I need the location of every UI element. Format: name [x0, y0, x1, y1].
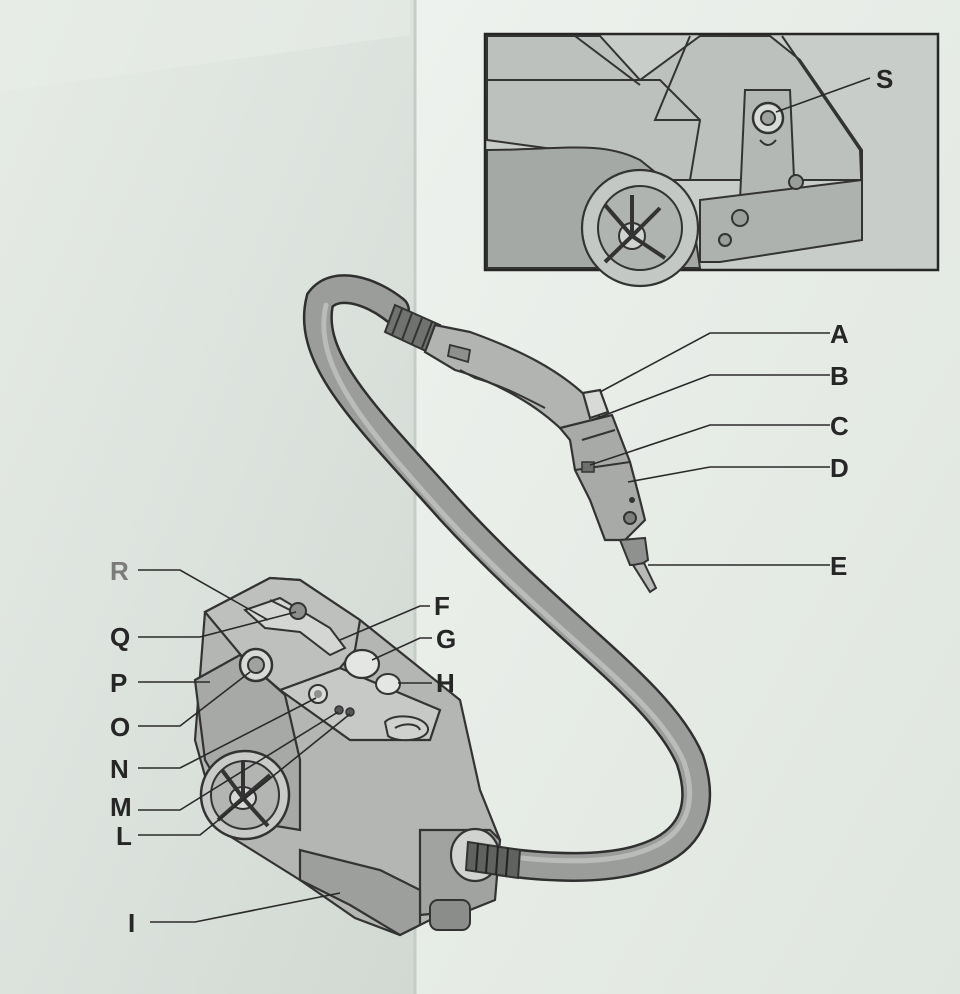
label-H: H [436, 668, 455, 698]
label-S: S [876, 64, 893, 94]
label-F: F [434, 591, 450, 621]
label-A: A [830, 319, 849, 349]
label-D: D [830, 453, 849, 483]
label-E: E [830, 551, 847, 581]
label-B: B [830, 361, 849, 391]
label-N: N [110, 754, 129, 784]
label-G: G [436, 624, 456, 654]
label-O: O [110, 712, 130, 742]
label-P: P [110, 668, 127, 698]
label-M: M [110, 792, 132, 822]
page-shadow [0, 0, 410, 92]
steam-hose [302, 274, 712, 882]
label-R: R [110, 556, 129, 586]
label-C: C [830, 411, 849, 441]
label-L: L [116, 821, 132, 851]
label-I: I [128, 908, 135, 938]
label-Q: Q [110, 622, 130, 652]
inset-detail [483, 32, 940, 288]
steam-gun [383, 303, 658, 594]
